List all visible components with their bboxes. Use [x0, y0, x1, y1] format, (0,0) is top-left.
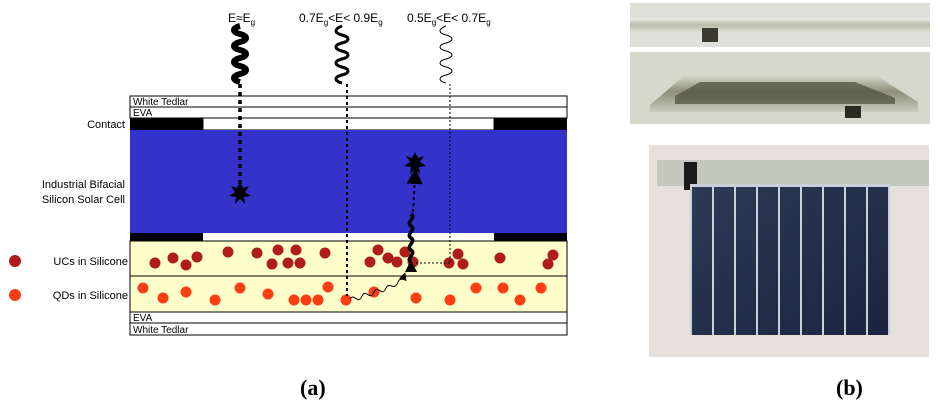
absorption-star-high — [229, 182, 251, 204]
panel-a-caption: (a) — [300, 375, 326, 400]
uc-legend-dot — [9, 255, 21, 267]
silicon-solar-cell — [130, 130, 567, 233]
white-tedlar-top-layer — [129, 95, 568, 108]
module-edge-photo-thin — [630, 3, 930, 47]
contact-top-right — [494, 118, 567, 130]
upconverted-photon-path — [406, 168, 423, 213]
upconverted-photon-wave — [407, 212, 415, 264]
contact-top-left — [130, 118, 203, 130]
white-tedlar-bottom-layer — [129, 322, 568, 336]
contact-bottom-right — [494, 233, 567, 241]
eva-bottom-label: EVA — [133, 313, 153, 324]
cell-label-line1: Industrial Bifacial — [42, 179, 125, 191]
solar-cell-photo — [649, 145, 929, 357]
photon-wave-low-energy — [439, 25, 453, 84]
photon-label-mid: 0.7Eg<E< 0.9Eg — [299, 11, 383, 27]
eva-bottom-layer — [129, 311, 568, 324]
uc-silicone-layer — [129, 240, 568, 277]
eva-top-label: EVA — [133, 108, 153, 119]
cell-label-line2: Silicon Solar Cell — [42, 194, 125, 206]
panel-b-caption: (b) — [836, 375, 863, 400]
qd-legend-label: QDs in Silicone — [53, 290, 128, 302]
module-edge-photo-thick — [630, 52, 930, 124]
photon-wave-high-energy — [231, 23, 249, 85]
qd-emission-wave — [349, 272, 407, 301]
contact-bottom-left — [130, 233, 203, 241]
uc-emission-triangle — [405, 260, 417, 272]
uc-legend-label: UCs in Silicone — [53, 256, 128, 268]
qd-silicone-layer — [129, 275, 568, 313]
photon-label-low: 0.5Eg<E< 0.7Eg — [407, 11, 491, 27]
photos-panel — [630, 3, 930, 357]
absorption-star-upconverted — [404, 152, 426, 174]
qd-particles — [137, 281, 547, 306]
white-tedlar-top-label: White Tedlar — [133, 97, 189, 108]
schematic-diagram: E≈Eg 0.7Eg<E< 0.9Eg 0.5Eg<E< 0.7Eg White… — [9, 11, 568, 336]
white-tedlar-bottom-label: White Tedlar — [133, 325, 189, 336]
uc-particles — [149, 244, 559, 271]
photon-wave-mid-energy — [334, 24, 350, 85]
eva-top-layer — [129, 106, 568, 119]
contact-label: Contact — [87, 119, 125, 131]
qd-legend-dot — [9, 289, 21, 301]
photon-label-bandgap: E≈Eg — [228, 11, 255, 27]
